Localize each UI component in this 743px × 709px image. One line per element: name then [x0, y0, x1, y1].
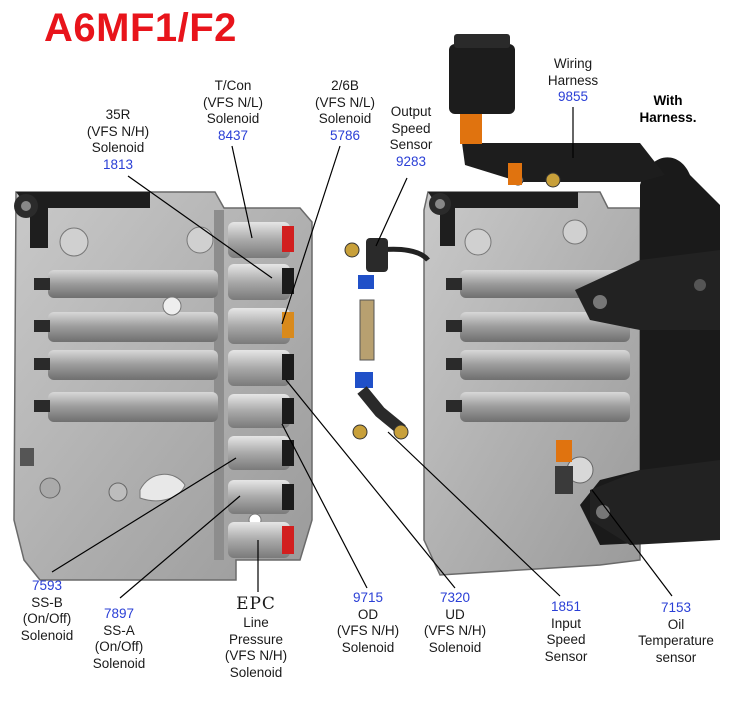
diagram-title: A6MF1/F2: [44, 6, 237, 50]
label-text: Temperature: [638, 633, 714, 648]
label-text: Solenoid: [318, 111, 372, 126]
label-text: Harness: [547, 72, 599, 88]
leader-26b: [281, 145, 341, 325]
right-valve-body: [344, 34, 720, 576]
label-text: Line: [243, 615, 269, 630]
label-input-speed-sensor: 1851 Input Speed Sensor: [545, 599, 588, 665]
leader-oss: [375, 177, 408, 247]
label-oil-temperature-sensor: 7153 Oil Temperature sensor: [638, 600, 714, 666]
leader-od: [281, 423, 368, 589]
label-text: Input: [550, 615, 582, 631]
label-text: Sensor: [544, 648, 588, 664]
label-text: Oil: [667, 616, 685, 632]
part-number: 9283: [395, 153, 427, 169]
part-number: 7320: [439, 590, 471, 605]
label-ssa-solenoid: 7897 SS-A (On/Off) Solenoid: [93, 606, 146, 672]
label-tcon-solenoid: T/Con (VFS N/L) Solenoid 8437: [203, 78, 263, 144]
label-35r-solenoid: 35R (VFS N/H) Solenoid 1813: [87, 107, 149, 173]
label-text: (VFS N/L): [202, 94, 264, 110]
label-text: (VFS N/L): [314, 94, 376, 110]
label-text: SS-B: [31, 594, 63, 610]
part-number: 1851: [550, 599, 582, 614]
label-text: sensor: [655, 649, 697, 665]
label-text: 2/6B: [331, 78, 359, 93]
label-text: Solenoid: [206, 111, 260, 126]
label-ud-solenoid: 7320 UD (VFS N/H) Solenoid: [424, 590, 486, 656]
label-text: OD: [357, 606, 379, 622]
part-number: 8437: [217, 127, 249, 143]
label-text: Solenoid: [20, 627, 74, 643]
label-text: T/Con: [214, 78, 252, 93]
label-text: (On/Off): [22, 611, 72, 626]
leader-ssb: [51, 457, 237, 573]
label-text: Speed: [546, 632, 586, 647]
label-ssb-solenoid: 7593 SS-B (On/Off) Solenoid: [21, 578, 74, 644]
leader-ud: [285, 379, 456, 589]
label-text: (VFS N/H): [224, 648, 288, 663]
label-text: UD: [445, 606, 465, 622]
part-number: 1813: [102, 156, 134, 172]
part-number: 7897: [103, 606, 135, 621]
label-output-speed-sensor: Output Speed Sensor 9283: [390, 104, 433, 170]
leader-iss: [387, 431, 561, 597]
label-26b-solenoid: 2/6B (VFS N/L) Solenoid 5786: [315, 78, 375, 144]
label-text: 35R: [105, 107, 131, 122]
label-text: Solenoid: [229, 664, 283, 680]
label-text: Solenoid: [92, 655, 146, 671]
label-text: (VFS N/H): [423, 623, 487, 638]
label-text: Solenoid: [341, 639, 395, 655]
label-wiring-harness: Wiring Harness 9855: [548, 56, 598, 106]
label-text: Wiring: [553, 56, 593, 71]
label-text: (VFS N/H): [86, 123, 150, 139]
label-text: Output: [390, 104, 432, 119]
label-text: Speed: [391, 120, 431, 136]
label-text: Pressure: [228, 631, 284, 647]
left-valve-body: [13, 191, 313, 581]
part-number: 7153: [660, 600, 692, 615]
part-number: 9715: [352, 590, 384, 605]
label-od-solenoid: 9715 OD (VFS N/H) Solenoid: [337, 590, 399, 656]
part-number: 7593: [31, 578, 63, 593]
label-text: Solenoid: [91, 140, 145, 155]
part-number: 5786: [329, 127, 361, 143]
leader-ssa: [119, 495, 241, 599]
label-text: Sensor: [389, 137, 433, 152]
label-text: (On/Off): [94, 639, 144, 654]
label-text: (VFS N/H): [336, 623, 400, 638]
label-epc-solenoid: EPC Line Pressure (VFS N/H) Solenoid: [225, 594, 287, 681]
leader-oil: [591, 489, 673, 597]
part-number: 9855: [557, 89, 589, 104]
label-text: Solenoid: [428, 639, 482, 655]
with-harness-note: With Harness.: [639, 93, 697, 125]
epc-heading: EPC: [236, 594, 276, 614]
leader-tcon: [231, 145, 253, 239]
leader-35r: [127, 175, 273, 279]
leader-lines: [51, 107, 673, 599]
label-text: SS-A: [103, 622, 135, 638]
